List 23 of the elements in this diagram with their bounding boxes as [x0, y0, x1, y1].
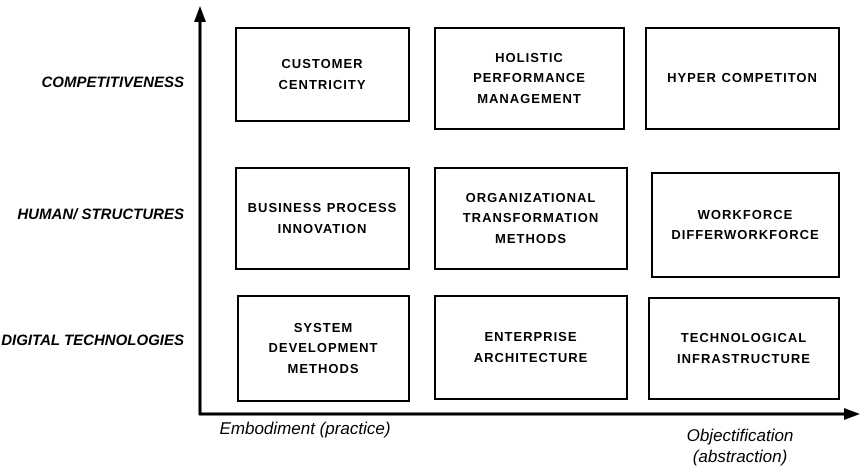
box-label: SYSTEM DEVELOPMENT METHODS: [268, 319, 380, 378]
concept-box: [648, 297, 840, 400]
concept-box: [237, 295, 410, 402]
box-label: HOLISTIC PERFORMANCE MANAGEMENT: [472, 49, 587, 108]
concept-box: [434, 167, 628, 270]
axis-label: Objectification (abstraction): [686, 425, 794, 467]
box-label: CUSTOMER CENTRICITY: [278, 55, 368, 94]
concept-box: [434, 27, 625, 130]
concept-box: [651, 172, 840, 278]
row-label: COMPETITIVENESS: [40, 73, 184, 93]
concept-box: [645, 27, 840, 130]
axis-label: Embodiment (practice): [218, 418, 392, 439]
row-label: HUMAN/ STRUCTURES: [16, 205, 184, 225]
box-label: WORKFORCE DIFFERWORKFORCE: [670, 206, 821, 244]
box-label: BUSINESS PROCESS INNOVATION: [246, 199, 398, 238]
concept-box: [434, 295, 628, 400]
concept-box: [235, 27, 410, 122]
box-label: HYPER COMPETITON: [667, 69, 818, 88]
concept-box: [235, 167, 410, 270]
box-label: ENTERPRISE ARCHITECTURE: [472, 328, 590, 366]
row-label: DIGITAL TECHNOLOGIES: [0, 331, 184, 351]
box-label: TECHNOLOGICAL INFRASTRUCTURE: [676, 329, 812, 368]
box-label: ORGANIZATIONAL TRANSFORMATION METHODS: [462, 189, 600, 248]
